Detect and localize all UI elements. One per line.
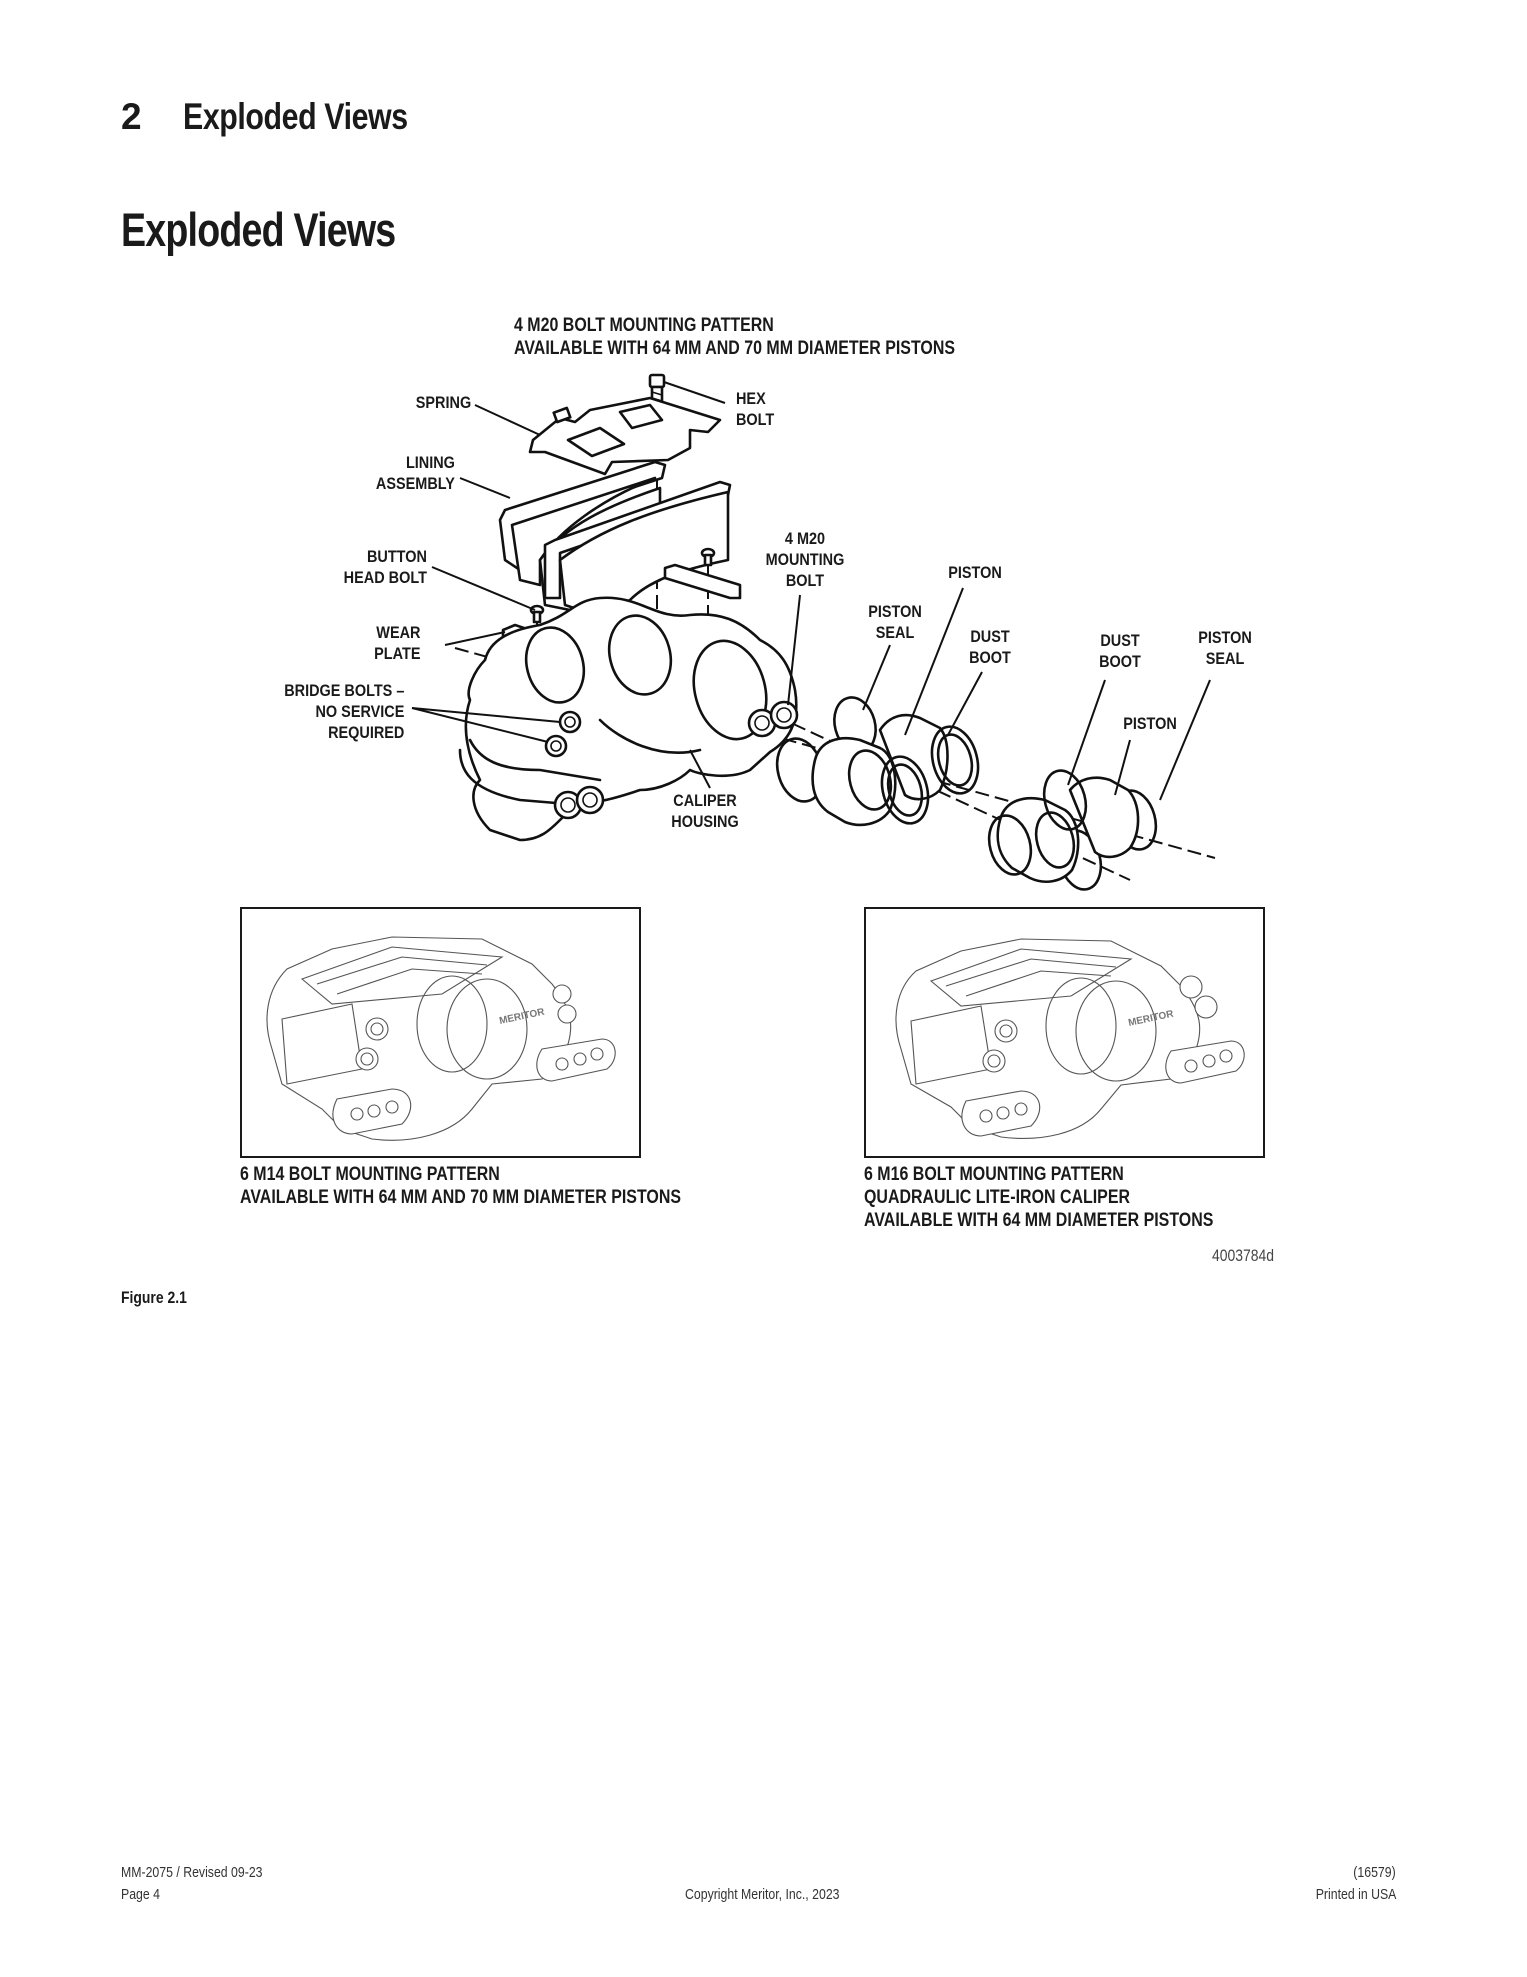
callout-piston-seal-left-line-1: PISTON xyxy=(868,602,922,621)
callout-bridge-bolts: BRIDGE BOLTS – NO SERVICE REQUIRED xyxy=(263,680,404,743)
footer-left: MM-2075 / Revised 09-23 Page 4 xyxy=(121,1862,294,1906)
callout-piston-lower-text: PISTON xyxy=(1123,714,1177,733)
callout-mounting-bolt-line-1: 4 M20 xyxy=(784,529,826,548)
footer-printed: Printed in USA xyxy=(1315,1886,1396,1903)
inset-1-caption-line-2: AVAILABLE WITH 64 MM AND 70 MM DIAMETER … xyxy=(240,1187,681,1208)
page-title-text: Exploded Views xyxy=(121,203,396,256)
inset-6-m16-caliper: MERITOR xyxy=(864,907,1265,1158)
callout-piston-seal-right-line-2: SEAL xyxy=(1205,649,1245,668)
callout-piston-seal-right-line-1: PISTON xyxy=(1198,628,1252,647)
dust-boot-right-part xyxy=(987,769,1088,876)
inset-1-caption: 6 M14 BOLT MOUNTING PATTERN AVAILABLE WI… xyxy=(240,1163,765,1209)
callout-mounting-bolt-line-3: BOLT xyxy=(785,571,825,590)
footer-copyright: Copyright Meritor, Inc., 2023 xyxy=(685,1886,840,1903)
section-number: 2 xyxy=(121,96,142,137)
callout-piston-seal-left-line-2: SEAL xyxy=(875,623,915,642)
callout-mounting-bolt-line-2: MOUNTING xyxy=(765,550,845,569)
callout-piston-seal-right: PISTON SEAL xyxy=(1185,627,1265,669)
inset-2-caption-line-2: QUADRAULIC LITE-IRON CALIPER xyxy=(864,1187,1130,1208)
callout-lining-line-1: LINING xyxy=(406,453,455,472)
caliper-housing-part xyxy=(458,596,799,842)
callout-button-head-bolt-line-1: BUTTON xyxy=(367,547,427,566)
callout-bridge-bolts-line-2: NO SERVICE xyxy=(315,702,404,721)
callout-mounting-bolt: 4 M20 MOUNTING BOLT xyxy=(755,528,855,591)
callout-dust-boot-right: DUST BOOT xyxy=(1085,630,1155,672)
callout-dust-boot-right-line-2: BOOT xyxy=(1099,652,1141,671)
callout-piston-upper: PISTON xyxy=(930,562,1020,583)
callout-wear-plate-line-2: PLATE xyxy=(373,644,420,663)
footer-page: Page 4 xyxy=(121,1886,160,1903)
caliper-6-m14-illustration: MERITOR xyxy=(266,936,616,1141)
callout-wear-plate-line-1: WEAR xyxy=(375,623,420,642)
exploded-caliper-diagram xyxy=(411,373,1216,891)
callout-wear-plate: WEAR PLATE xyxy=(366,622,420,664)
main-diagram-caption: 4 M20 BOLT MOUNTING PATTERN AVAILABLE WI… xyxy=(514,314,1039,360)
callout-caliper-housing-line-1: CALIPER xyxy=(673,791,737,810)
section-title: Exploded Views xyxy=(183,96,408,137)
inset-2-caption: 6 M16 BOLT MOUNTING PATTERN QUADRAULIC L… xyxy=(864,1163,1280,1232)
figure-label-text: Figure 2.1 xyxy=(121,1288,187,1307)
main-caption-line-2: AVAILABLE WITH 64 MM AND 70 MM DIAMETER … xyxy=(514,338,955,359)
callout-caliper-housing: CALIPER HOUSING xyxy=(660,790,750,832)
callout-piston-upper-text: PISTON xyxy=(948,563,1002,582)
footer-right: (16579) Printed in USA xyxy=(1298,1862,1396,1906)
main-caption-line-1: 4 M20 BOLT MOUNTING PATTERN xyxy=(514,315,774,336)
lining-assembly-part xyxy=(498,460,732,614)
callout-button-head-bolt: BUTTON HEAD BOLT xyxy=(329,546,427,588)
inset-2-caption-line-3: AVAILABLE WITH 64 MM DIAMETER PISTONS xyxy=(864,1210,1214,1231)
dust-boot-left-part xyxy=(880,725,980,825)
spring-part xyxy=(528,396,722,476)
footer-center: Copyright Meritor, Inc., 2023 xyxy=(685,1884,873,1906)
callout-spring-text: SPRING xyxy=(415,393,471,412)
button-head-bolt-right xyxy=(700,547,716,567)
callout-button-head-bolt-line-2: HEAD BOLT xyxy=(343,568,427,587)
wear-plate-right xyxy=(663,563,742,600)
callout-dust-boot-left: DUST BOOT xyxy=(955,626,1025,668)
callout-dust-boot-right-line-1: DUST xyxy=(1100,631,1140,650)
section-header: 2 Exploded Views xyxy=(121,96,457,138)
callout-hex-bolt: HEX BOLT xyxy=(736,388,781,430)
callout-dust-boot-left-line-2: BOOT xyxy=(969,648,1011,667)
caliper-6-m16-illustration: MERITOR xyxy=(895,938,1245,1139)
callout-piston-lower: PISTON xyxy=(1105,713,1195,734)
callout-dust-boot-left-line-1: DUST xyxy=(970,627,1010,646)
callout-caliper-housing-line-2: HOUSING xyxy=(671,812,739,831)
inset-6-m14-caliper: MERITOR xyxy=(240,907,641,1158)
callout-bridge-bolts-line-1: BRIDGE BOLTS – xyxy=(283,681,404,700)
callout-lining-assembly: LINING ASSEMBLY xyxy=(362,452,455,494)
hex-bolt-part xyxy=(648,373,666,407)
callout-leader-lines xyxy=(411,381,1211,801)
page-title: Exploded Views xyxy=(121,202,464,257)
callout-spring: SPRING xyxy=(406,392,471,413)
figure-reference-number: 4003784d xyxy=(1212,1246,1288,1266)
figure-label: Figure 2.1 xyxy=(121,1288,201,1308)
callout-piston-seal-left: PISTON SEAL xyxy=(855,601,935,643)
callout-hex-bolt-line-1: HEX xyxy=(736,389,766,408)
callout-hex-bolt-line-2: BOLT xyxy=(736,410,775,429)
footer-code: (16579) xyxy=(1353,1864,1396,1881)
callout-lining-line-2: ASSEMBLY xyxy=(376,474,455,493)
figure-reference-number-text: 4003784d xyxy=(1212,1246,1275,1265)
inset-1-caption-line-1: 6 M14 BOLT MOUNTING PATTERN xyxy=(240,1164,500,1185)
inset-2-caption-line-1: 6 M16 BOLT MOUNTING PATTERN xyxy=(864,1164,1124,1185)
footer-doc-id: MM-2075 / Revised 09-23 xyxy=(121,1864,263,1881)
callout-bridge-bolts-line-3: REQUIRED xyxy=(327,723,404,742)
